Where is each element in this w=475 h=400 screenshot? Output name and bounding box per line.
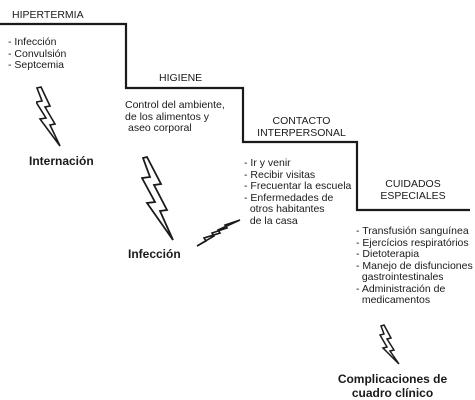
contacto-item-list: - Ir y venir - Recibir visitas - Frecuen… <box>244 157 352 227</box>
outcome-line: Complicaciones de <box>337 372 448 386</box>
list-item: gastrointestinales <box>356 271 444 283</box>
list-item: - Septcemia <box>8 59 65 71</box>
outcome-complicaciones: Complicaciones de cuadro clínico <box>330 372 455 400</box>
lightning-bolt-icon <box>379 324 400 365</box>
step-heading-contacto-interpersonal: CONTACTO INTERPERSONAL <box>254 115 349 139</box>
outcome-internacion: Internación <box>29 154 94 168</box>
step-heading-hipertermia: HIPERTERMIA <box>12 9 84 21</box>
heading-line: INTERPERSONAL <box>257 127 346 139</box>
description-line: Control del ambiente, <box>125 99 225 111</box>
step-heading-higiene: HIGIENE <box>159 72 203 84</box>
list-item: - Frecuentar la escuela <box>244 180 352 192</box>
list-item: medicamentos <box>356 294 431 306</box>
higiene-description: Control del ambiente, de los alimentos y… <box>125 99 225 135</box>
list-item: - Administración de <box>356 282 446 295</box>
list-item: - Manejo de disfunciones <box>356 259 473 272</box>
heading-line: ESPECIALES <box>380 190 446 202</box>
description-line: aseo corporal <box>128 122 192 134</box>
list-item: de la casa <box>244 214 298 227</box>
list-item: - Recibir visitas <box>244 168 316 181</box>
list-item: - Transfusión sanguínea <box>356 225 469 237</box>
outcome-infeccion: Infección <box>128 247 181 261</box>
lightning-bolt-icon <box>141 156 174 241</box>
list-item: - Convulsión <box>8 47 67 60</box>
list-item: otros habitantes <box>244 203 325 215</box>
outcome-line: cuadro clínico <box>351 386 434 400</box>
cuidados-item-list: - Transfusión sanguínea - Ejercícios res… <box>356 225 473 307</box>
lightning-bolt-icon <box>196 219 241 247</box>
list-item: - Infección <box>8 36 57 48</box>
heading-line: CUIDADOS <box>385 178 441 190</box>
list-item: - Dietoterapia <box>356 248 420 260</box>
list-item: - Ejercícios respiratórios <box>356 236 469 249</box>
hipertermia-item-list: - Infección - Convulsión - Septcemia <box>8 36 67 72</box>
step-heading-cuidados-especiales: CUIDADOS ESPECIALES <box>368 178 458 202</box>
description-line: de los alimentos y <box>125 110 210 123</box>
heading-line: CONTACTO <box>272 115 331 127</box>
list-item: - Ir y venir <box>244 157 291 169</box>
list-item: - Enfermedades de <box>244 191 334 204</box>
lightning-bolt-icon <box>36 86 61 147</box>
